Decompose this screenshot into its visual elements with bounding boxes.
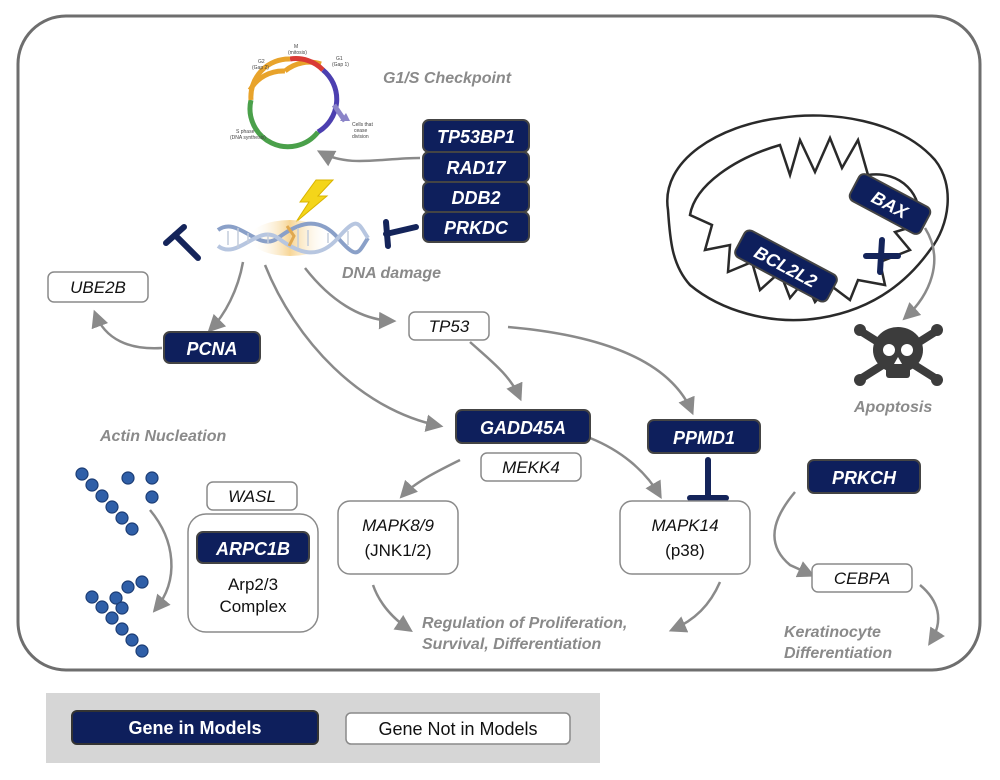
regulation-label-line2: Survival, Differentiation — [422, 636, 602, 653]
dna-helix-icon — [216, 220, 370, 256]
gene-mapk89-sub: (JNK1/2) — [364, 541, 431, 560]
gene-tp53-label: TP53 — [429, 317, 470, 336]
inhibit-dna-to-ube2b — [163, 224, 201, 261]
gene-mapk14-sub: (p38) — [665, 541, 705, 560]
gene-pcna: PCNA — [163, 331, 261, 364]
gene-tp53bp1: TP53BP1 — [422, 119, 530, 153]
gene-tp53bp1-label: TP53BP1 — [437, 127, 515, 147]
arrow-pcna-to-ube2b — [91, 309, 163, 350]
arrow-tp53-to-gadd45a — [469, 341, 523, 402]
g1s-checkpoint-label: G1/S Checkpoint — [383, 70, 512, 87]
actin-filament-icon — [75, 467, 159, 658]
arrow-gadd45a-to-mapk14 — [589, 436, 662, 500]
arrow-mapk89-to-regulation — [371, 584, 413, 632]
cell-cycle-icon: G2 (Gap 2) M (mitosis) G1 (Gap 1) S phas… — [230, 44, 373, 150]
gene-ube2b-label: UBE2B — [70, 278, 126, 297]
gene-rad17: RAD17 — [422, 151, 530, 183]
gene-ddb2: DDB2 — [422, 181, 530, 213]
arp-complex-line2: Complex — [219, 597, 287, 616]
gene-prkch: PRKCH — [807, 459, 921, 494]
arrow-dna-to-pcna — [207, 261, 245, 333]
arrow-dna-to-gadd45a — [263, 264, 444, 432]
cell-cycle-m-sub: (mitosis) — [288, 50, 307, 56]
dna-damage-label: DNA damage — [342, 265, 441, 282]
arrow-tp53-to-ppmd1 — [507, 325, 695, 416]
arrow-checkpoint-to-cellcycle — [316, 150, 421, 167]
cell-cycle-s-sub: (DNA synthesis) — [230, 135, 266, 141]
gene-ppmd1: PPMD1 — [647, 419, 761, 454]
arrow-gadd45a-to-mapk89 — [399, 458, 461, 499]
cell-cycle-g2: G2 — [258, 59, 265, 65]
arrow-cebpa-to-keratinocyte — [919, 584, 945, 646]
cell-cycle-g1: G1 — [336, 56, 343, 62]
gene-ppmd1-label: PPMD1 — [673, 428, 735, 448]
gene-prkdc: PRKDC — [422, 211, 530, 243]
gene-rad17-label: RAD17 — [446, 158, 506, 178]
gene-mapk14-label: MAPK14 — [651, 516, 718, 535]
gene-arpc1b-label: ARPC1B — [215, 539, 290, 559]
arrow-mito-to-apoptosis — [902, 227, 936, 321]
inhibit-ppmd1-to-mapk14 — [687, 457, 729, 501]
inhibit-checkpoint-to-dna — [383, 219, 419, 249]
arp23-complex: ARPC1B Arp2/3 Complex — [187, 513, 319, 633]
gene-cebpa-label: CEBPA — [834, 569, 890, 588]
gene-prkdc-label: PRKDC — [444, 218, 509, 238]
legend: Gene in Models Gene Not in Models — [46, 693, 600, 763]
gene-ddb2-label: DDB2 — [451, 188, 500, 208]
gene-prkch-label: PRKCH — [832, 468, 897, 488]
gene-mekk4-label: MEKK4 — [502, 458, 560, 477]
keratinocyte-label-line1: Keratinocyte — [784, 624, 881, 641]
arrow-dna-to-tp53 — [304, 267, 397, 330]
legend-gene-not-in-models-swatch — [345, 712, 571, 745]
arrow-mapk14-to-regulation — [668, 581, 722, 633]
gene-pcna-label: PCNA — [186, 339, 237, 359]
lightning-icon — [295, 179, 335, 223]
gene-wasl: WASL — [206, 481, 298, 511]
apoptosis-label: Apoptosis — [853, 399, 932, 416]
legend-gene-in-models-label: Gene in Models — [128, 718, 261, 738]
gene-mapk89: MAPK8/9 (JNK1/2) — [337, 500, 459, 575]
legend-gene-in-models-swatch — [71, 710, 319, 745]
cell-cycle-g2-sub: (Gap 2) — [252, 65, 269, 71]
keratinocyte-label-line2: Differentiation — [784, 645, 892, 662]
gene-mekk4: MEKK4 — [480, 452, 582, 482]
gene-wasl-label: WASL — [228, 487, 276, 506]
cell-cycle-m: M — [294, 44, 298, 50]
gene-gadd45a-label: GADD45A — [480, 418, 566, 438]
gene-mapk14: MAPK14 (p38) — [619, 500, 751, 575]
gene-ube2b: UBE2B — [47, 271, 149, 303]
arp-complex-line1: Arp2/3 — [228, 575, 278, 594]
gene-cebpa: CEBPA — [811, 563, 913, 593]
skull-crossbones-icon — [854, 324, 943, 386]
gene-tp53: TP53 — [408, 311, 490, 341]
regulation-label-line1: Regulation of Proliferation, — [422, 615, 627, 632]
cell-cycle-g1-sub: (Gap 1) — [332, 62, 349, 68]
cell-cycle-s: S phase — [236, 129, 255, 135]
gene-arpc1b — [196, 531, 310, 564]
cell-cycle-exit-3: division — [352, 134, 369, 140]
inhibit-bcl2l2-to-bax — [863, 237, 901, 275]
cell-cycle-exit-1: Cells that — [352, 122, 373, 128]
legend-gene-not-in-models-label: Gene Not in Models — [378, 719, 537, 739]
actin-nucleation-label: Actin Nucleation — [99, 428, 226, 445]
arrow-actin-polymerize — [149, 509, 173, 613]
gene-gadd45a: GADD45A — [455, 409, 591, 444]
cell-cycle-exit-2: cease — [354, 128, 368, 134]
arrow-prkch-to-cebpa — [773, 491, 816, 578]
gene-mapk89-label: MAPK8/9 — [362, 516, 434, 535]
